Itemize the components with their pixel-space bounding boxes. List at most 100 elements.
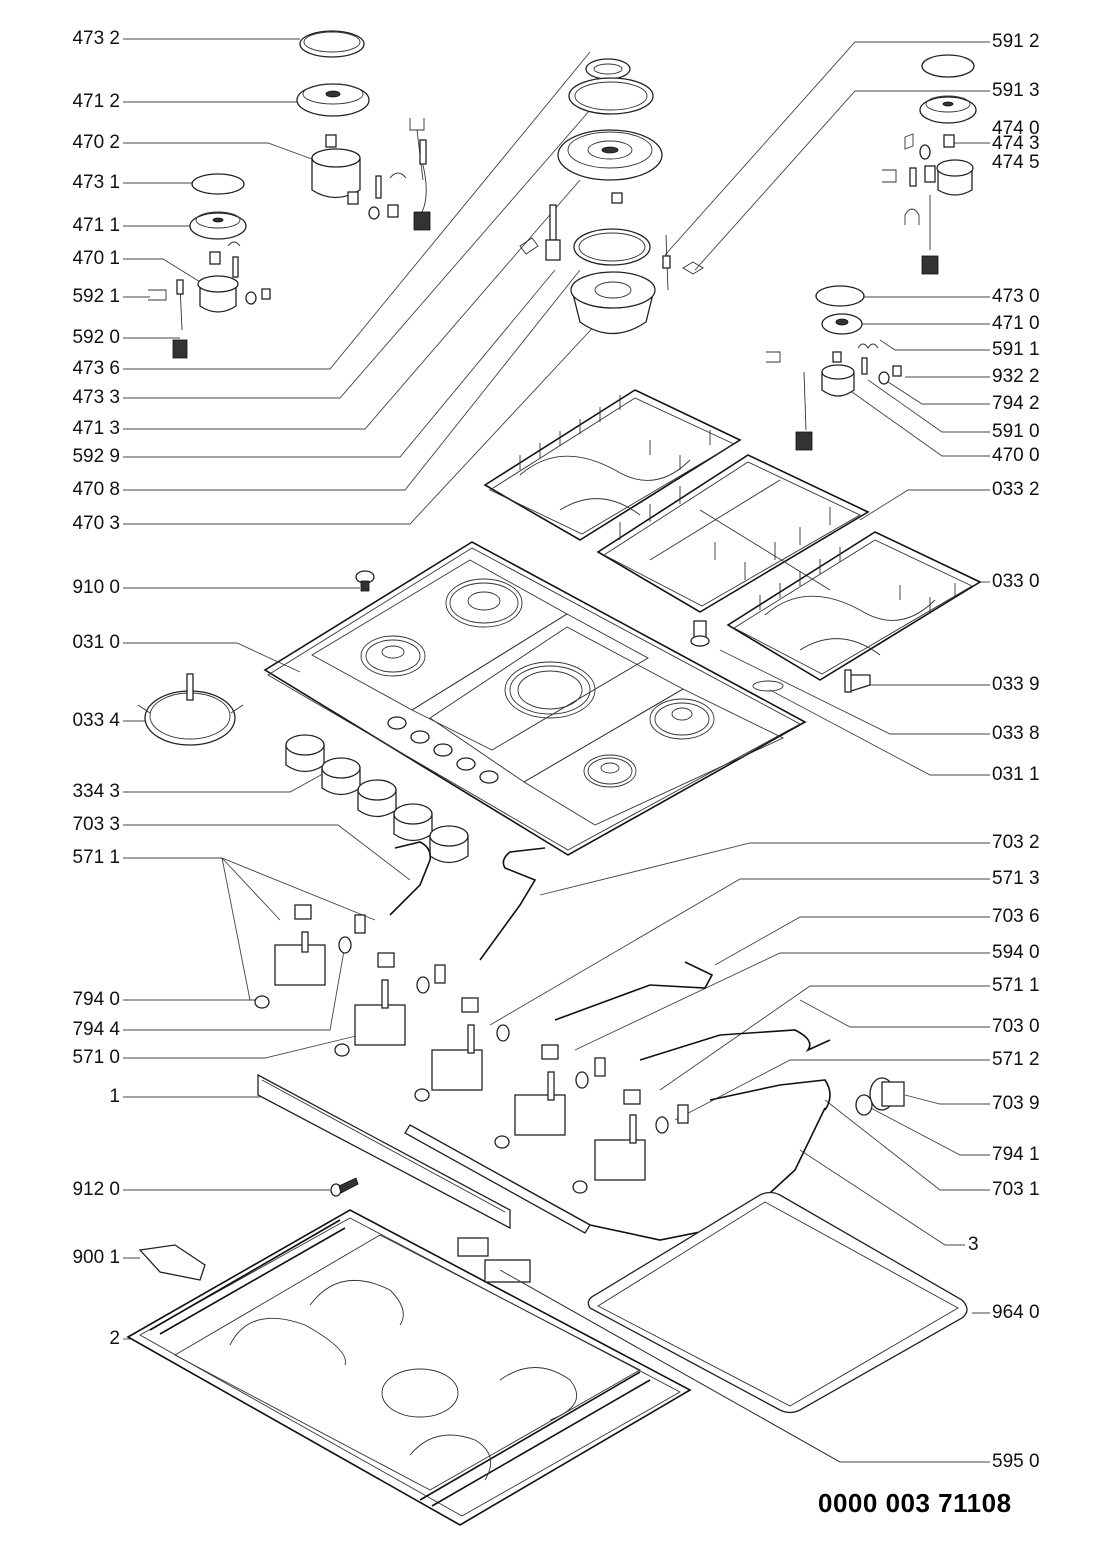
part-label-474-3: 474 3 [992,133,1040,154]
part-label-470-1: 470 1 [72,248,120,269]
part-label-033-0: 033 0 [992,571,1040,592]
control-knobs-334-3 [285,734,469,864]
hob-top-031-0 [263,541,807,856]
part-label-474-5: 474 5 [992,152,1040,173]
part-label-932-2: 932 2 [992,366,1040,387]
part-label-900-1: 900 1 [72,1247,120,1268]
valve-2 [334,952,446,1057]
part-label-033-9: 033 9 [992,674,1040,695]
part-label-571-2: 571 2 [992,1049,1040,1070]
burner-crown-471-0 [821,313,863,335]
part-label-703-6: 703 6 [992,906,1040,927]
part-label-1: 1 [109,1086,120,1107]
base-tray-2 [126,1209,692,1526]
burner-cap-473-6 [585,58,631,80]
rod-3 [404,1124,591,1234]
part-label-703-1: 703 1 [992,1179,1040,1200]
part-label-595-0: 595 0 [992,1451,1040,1472]
gasket-964-0 [587,1191,968,1414]
part-label-794-0: 794 0 [72,989,120,1010]
thermocouple-592-0 [148,279,188,359]
seal-470-8 [573,228,651,266]
part-label-470-0: 470 0 [992,445,1040,466]
valve-1 [254,904,366,1009]
part-label-910-0: 910 0 [72,577,120,598]
part-label-592-1: 592 1 [72,286,120,307]
part-label-471-0: 471 0 [992,313,1040,334]
clip-033-9 [844,669,871,693]
gas-pipes [389,841,905,1241]
part-label-470-2: 470 2 [72,132,120,153]
injector-592-9 [519,192,623,261]
part-label-571-1a: 571 1 [72,847,120,868]
leader-lines-left [123,38,601,1340]
gas-valves-571 [254,904,689,1194]
bracket-1 [257,1073,511,1230]
part-label-912-0: 912 0 [72,1179,120,1200]
part-label-703-3: 703 3 [72,814,120,835]
burner-body-right-top [882,133,974,275]
part-label-794-4: 794 4 [72,1019,120,1040]
part-label-473-1: 473 1 [72,172,120,193]
part-label-964-0: 964 0 [992,1302,1040,1323]
screw-910-0 [355,570,375,592]
burner-cap-473-2 [299,30,365,58]
burner-crown-471-1 [189,211,247,240]
part-label-473-2: 473 2 [72,28,120,49]
part-label-591-2: 591 2 [992,31,1040,52]
part-label-474-0: 474 0 [992,118,1040,139]
screw-912-0 [330,1177,359,1197]
part-label-591-0: 591 0 [992,421,1040,442]
part-label-473-3: 473 3 [72,387,120,408]
part-label-471-2: 471 2 [72,91,120,112]
burner-cap-473-1 [191,173,245,195]
burner-body-470-3 [570,234,704,335]
leader-lines-right [489,41,990,1463]
part-label-473-6: 473 6 [72,358,120,379]
burner-cap-473-0 [815,285,865,307]
part-label-571-0: 571 0 [72,1047,120,1068]
pan-support-left [483,389,742,541]
part-label-703-0: 703 0 [992,1016,1040,1037]
burner-crown-471-3 [557,129,663,181]
document-code: 0000 003 71108 [818,1488,1012,1518]
pan-support-center [596,454,870,613]
valve-4 [494,1044,606,1149]
valve-5 [572,1089,689,1194]
burner-cap-right-top [921,54,975,78]
burner-body-470-0 [766,343,902,451]
wok-ring-033-4 [137,673,244,746]
part-label-571-1b: 571 1 [992,975,1040,996]
foot-033-8 [690,620,710,647]
part-label-334-3: 334 3 [72,781,120,802]
part-label-592-0: 592 0 [72,327,120,348]
part-label-470-8: 470 8 [72,479,120,500]
part-label-471-1: 471 1 [72,215,120,236]
part-label-591-1: 591 1 [992,339,1040,360]
burner-crown-471-2 [296,83,370,117]
cable-595-0 [499,1269,841,1463]
part-label-033-2: 033 2 [992,479,1040,500]
part-label-031-0: 031 0 [72,632,120,653]
part-label-2: 2 [109,1328,120,1349]
connector-block [457,1237,531,1283]
part-label-471-3: 471 3 [72,418,120,439]
part-label-703-9: 703 9 [992,1093,1040,1114]
burner-crown-right-top [919,95,977,124]
part-label-033-4: 033 4 [72,710,120,731]
clamp-900-1 [138,1244,206,1281]
burner-ring-473-3 [568,77,654,115]
part-label-031-1: 031 1 [992,764,1040,785]
part-label-3: 3 [968,1234,979,1255]
pan-support-right [726,531,982,681]
part-label-470-3: 470 3 [72,513,120,534]
valve-3 [414,997,510,1102]
part-label-591-3: 591 3 [992,80,1040,101]
part-label-703-2: 703 2 [992,832,1040,853]
part-label-473-0: 473 0 [992,286,1040,307]
part-label-592-9: 592 9 [72,446,120,467]
part-label-794-1: 794 1 [992,1144,1040,1165]
burner-body-470-2 [311,118,431,231]
part-label-594-0: 594 0 [992,942,1040,963]
